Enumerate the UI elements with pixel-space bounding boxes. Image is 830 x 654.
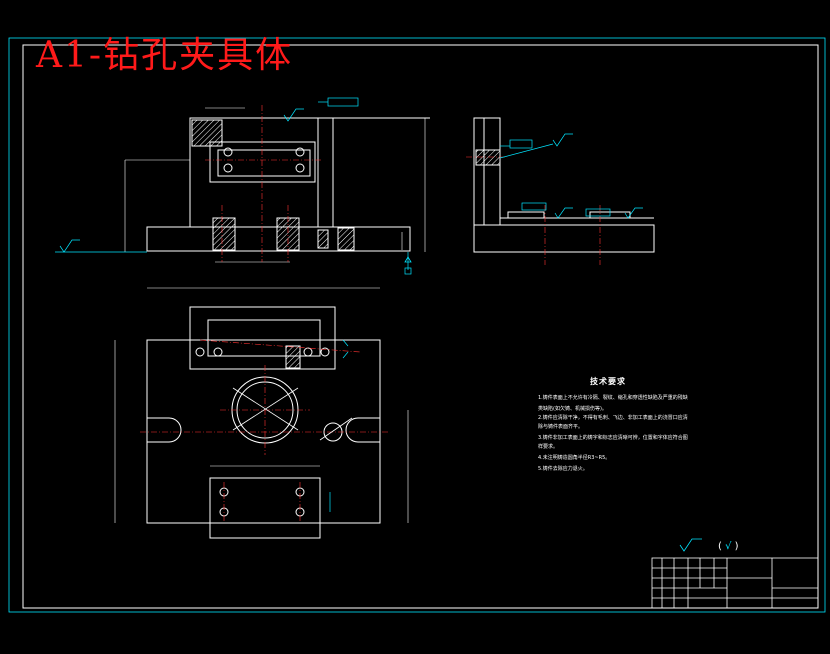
datum-a-icon <box>404 256 412 263</box>
top-view-dimensions-cyan <box>329 339 349 512</box>
title-block <box>651 557 819 609</box>
side-view-centerlines <box>466 156 601 265</box>
paren-open: ( <box>718 541 722 552</box>
outer-frame <box>8 37 826 613</box>
tech-line: 除与铸件表面齐平。 <box>538 424 584 430</box>
check-mark: √ <box>725 541 732 552</box>
tech-line: 3.铸件非加工表面上的铸字和标志应清晰可辨，位置和字体应符合图 <box>538 435 688 441</box>
inner-frame <box>22 44 819 609</box>
tech-line: 类缺陷(如欠铸、机械损伤等)。 <box>538 406 607 412</box>
top-view <box>114 287 409 539</box>
top-view-section-lines <box>232 387 353 441</box>
paren-close: ) <box>734 541 739 552</box>
front-view-dimensions-cyan <box>55 97 412 275</box>
side-view <box>473 117 655 253</box>
tech-line: 5.铸件去除应力退火。 <box>538 466 588 472</box>
front-view <box>124 107 430 263</box>
surface-roughness-icon <box>679 538 702 552</box>
tech-line: 2.铸件应清除干净，不得有毛刺、飞边、非加工表面上的浇冒口应清 <box>538 415 688 421</box>
tech-line: 1.铸件表面上不允许有冷隔、裂纹、缩孔和穿透性缺陷及严重的残缺 <box>538 395 688 401</box>
tech-line: 样要求。 <box>538 444 559 450</box>
front-view-centerlines <box>205 105 322 262</box>
tech-requirements-title: 技术要求 <box>590 377 626 386</box>
drawing-title: A1-钻孔夹具体 <box>36 35 294 76</box>
side-view-dimensions-cyan <box>499 133 643 219</box>
top-view-centerlines <box>140 339 390 522</box>
tech-line: 4.未注明铸造圆角半径R3~R5。 <box>538 455 611 461</box>
general-surface-finish-note: ( √ ) <box>718 541 739 552</box>
